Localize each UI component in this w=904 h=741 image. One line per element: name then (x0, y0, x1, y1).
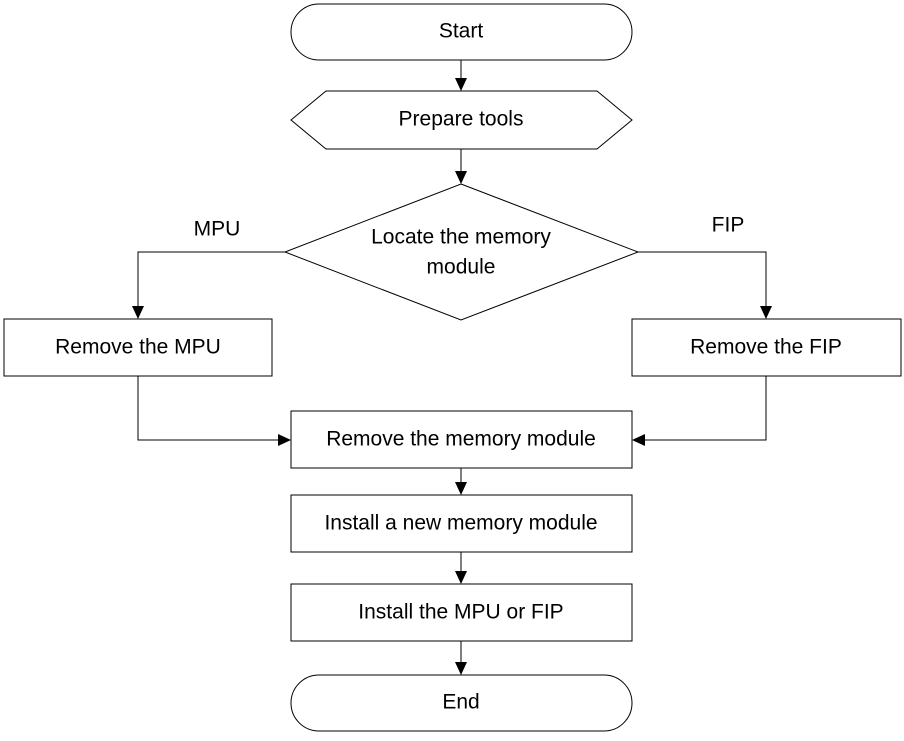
locate-label-line1: Locate the memory (371, 226, 551, 249)
remove-memory-box (290, 410, 633, 469)
install-mpu-fip-box (290, 583, 633, 642)
remove-fip-label: Remove the FIP (690, 336, 842, 359)
remove-memory-label: Remove the memory module (326, 428, 596, 451)
prepare-tools-label: Prepare tools (399, 108, 524, 131)
connector-decision-fip (638, 251, 767, 306)
arrowhead-remove-install (455, 482, 467, 495)
connector-decision-mpu (137, 251, 285, 306)
start-label: Start (439, 20, 484, 43)
end-label: End (442, 691, 479, 714)
arrowhead-mpu-memory (278, 434, 291, 446)
connector-mpu-memory (137, 376, 278, 441)
remove-mpu-label: Remove the MPU (55, 336, 221, 359)
arrowhead-decision-mpu (132, 306, 144, 319)
arrowhead-fip-memory (632, 434, 645, 446)
arrowhead-install-reinstall (455, 571, 467, 584)
locate-label-line2: module (427, 256, 496, 279)
prepare-tools-hexagon (290, 90, 633, 150)
branch-label-mpu: MPU (194, 218, 241, 241)
arrowhead-prepare-decision (455, 171, 467, 184)
install-memory-label: Install a new memory module (324, 512, 597, 535)
arrowhead-decision-fip (760, 306, 772, 319)
remove-fip-box (631, 318, 902, 377)
end-terminator (290, 674, 633, 732)
install-memory-box (290, 494, 633, 553)
arrowhead-start-prepare (455, 78, 467, 91)
connector-fip-memory (645, 376, 767, 441)
install-mpu-fip-label: Install the MPU or FIP (358, 601, 563, 624)
arrowhead-reinstall-end (455, 662, 467, 675)
locate-memory-decision (283, 183, 640, 321)
remove-mpu-box (3, 318, 273, 377)
branch-label-fip: FIP (712, 214, 745, 237)
